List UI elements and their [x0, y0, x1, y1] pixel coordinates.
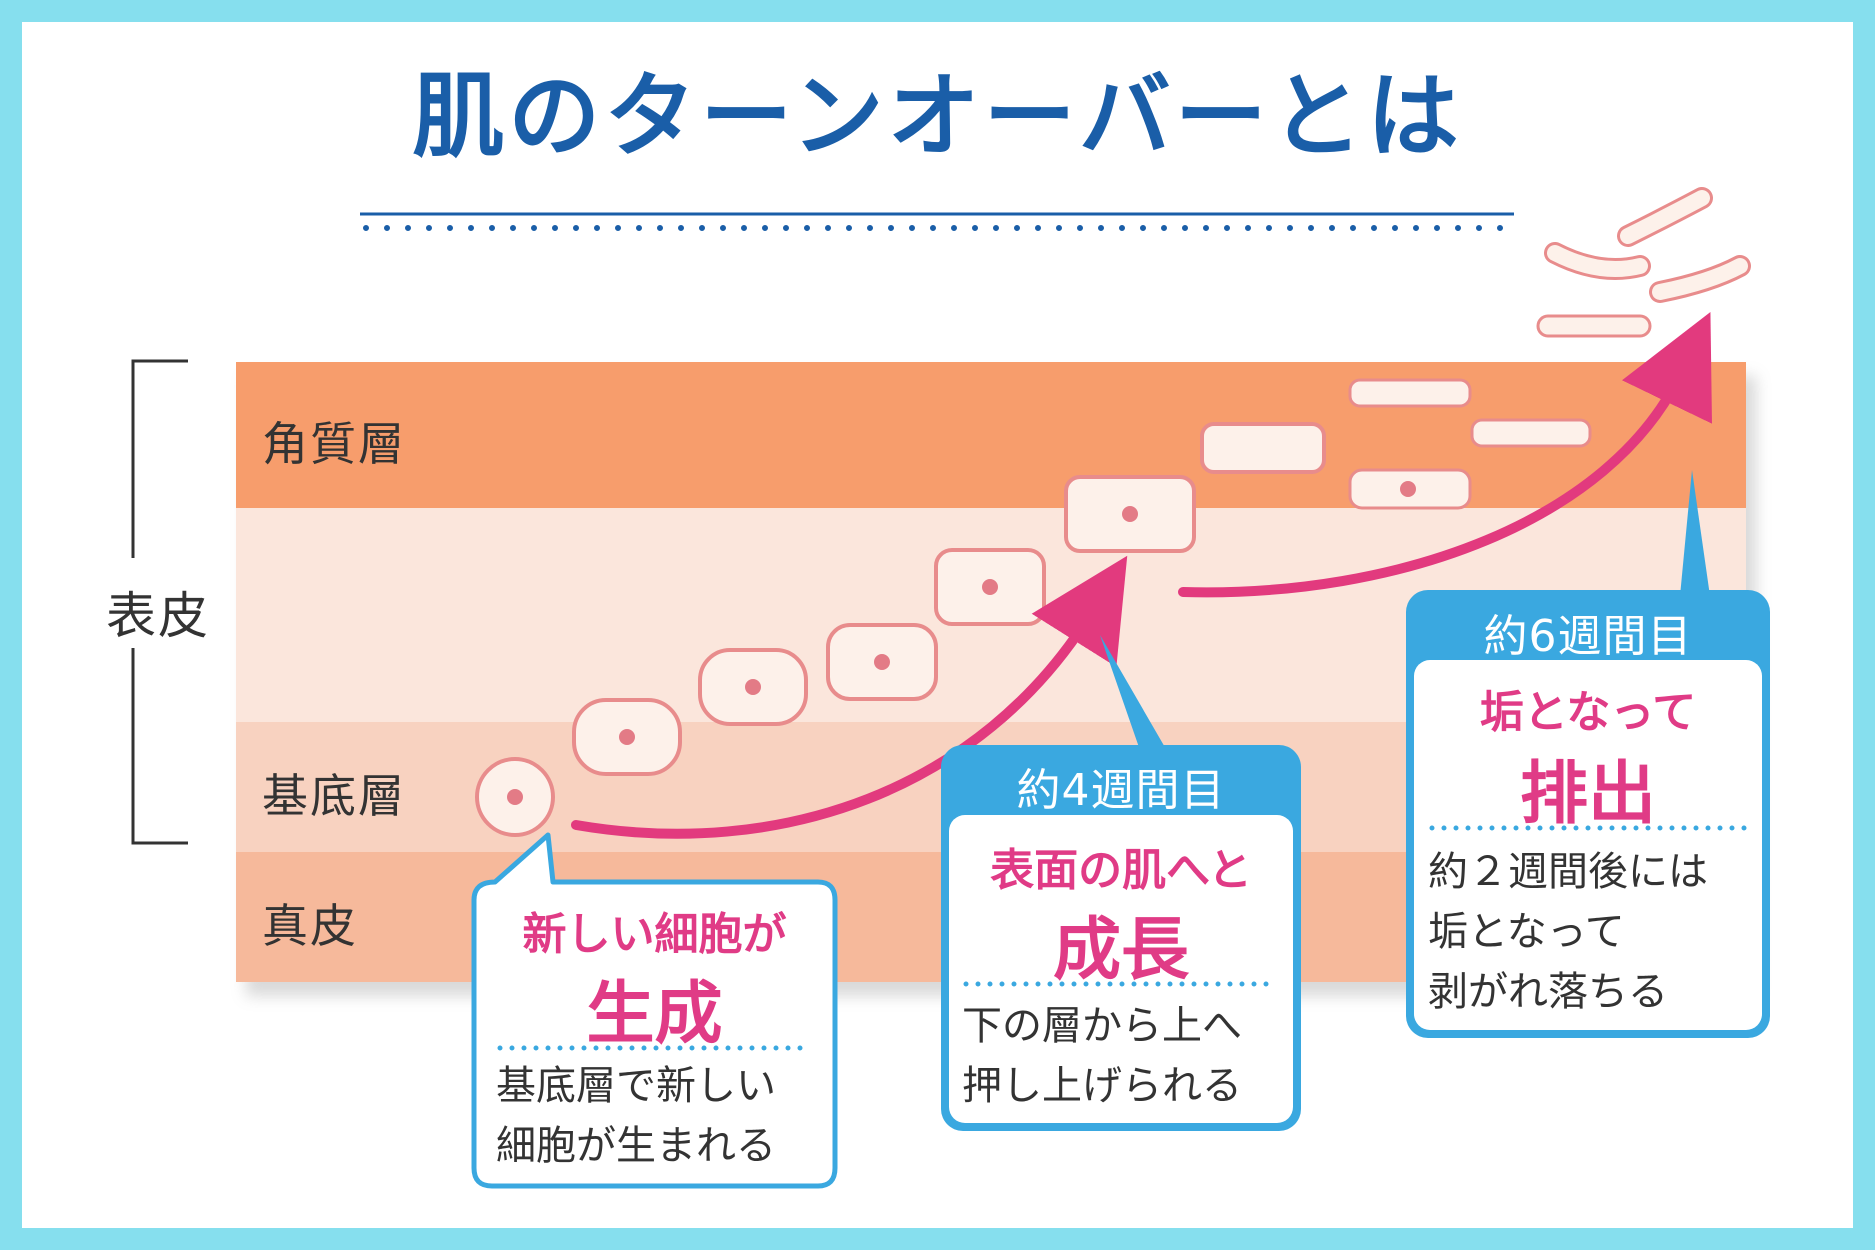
arrow-to-shed — [1178, 311, 1712, 598]
cell-6 — [1064, 475, 1196, 553]
callout-3-body-line-1: 約２週間後には — [1428, 849, 1708, 895]
callout-2-emphasis: 成長 — [1052, 911, 1189, 990]
cell-3 — [698, 648, 808, 726]
label-stratum-corneum: 角質層 — [262, 417, 406, 471]
callout-3-week: 約6週間目 — [1483, 611, 1693, 662]
cell-4 — [826, 623, 938, 701]
cell-basal — [475, 757, 555, 837]
flat-cell-2 — [1348, 378, 1472, 408]
page-title: 肌のターンオーバーとは — [412, 63, 1463, 170]
flat-cell-1 — [1200, 422, 1326, 474]
label-dermis: 真皮 — [262, 899, 358, 953]
arrow-to-surface — [571, 555, 1128, 839]
callout-2-body-line-2: 押し上げられる — [962, 1063, 1242, 1109]
callout-3-emphasis: 排出 — [1519, 755, 1656, 834]
label-epidermis: 表皮 — [106, 587, 210, 645]
callout-3-body-line-2: 垢となって — [1428, 909, 1625, 955]
callout-1-headline: 新しい細胞が — [522, 909, 787, 960]
callout-2-week: 約4週間目 — [1016, 765, 1226, 816]
callout-1-emphasis: 生成 — [586, 975, 723, 1054]
flat-cell-3 — [1470, 418, 1592, 448]
flat-cell-4 — [1348, 468, 1472, 510]
callout-2-headline: 表面の肌へと — [990, 845, 1252, 896]
callout-1-body-line-1: 基底層で新しい — [496, 1063, 776, 1109]
shed-flakes — [1536, 187, 1751, 338]
callout-3-body-line-3: 剥がれ落ちる — [1428, 969, 1668, 1015]
title-divider — [360, 212, 1517, 231]
cell-2 — [572, 698, 682, 776]
callout-2-body-line-1: 下の層から上へ — [962, 1003, 1242, 1049]
callout-1-body-line-2: 細胞が生まれる — [496, 1123, 776, 1169]
epidermis-bracket — [131, 359, 188, 845]
label-basal: 基底層 — [262, 769, 406, 823]
callout-3-headline: 垢となって — [1479, 687, 1697, 738]
